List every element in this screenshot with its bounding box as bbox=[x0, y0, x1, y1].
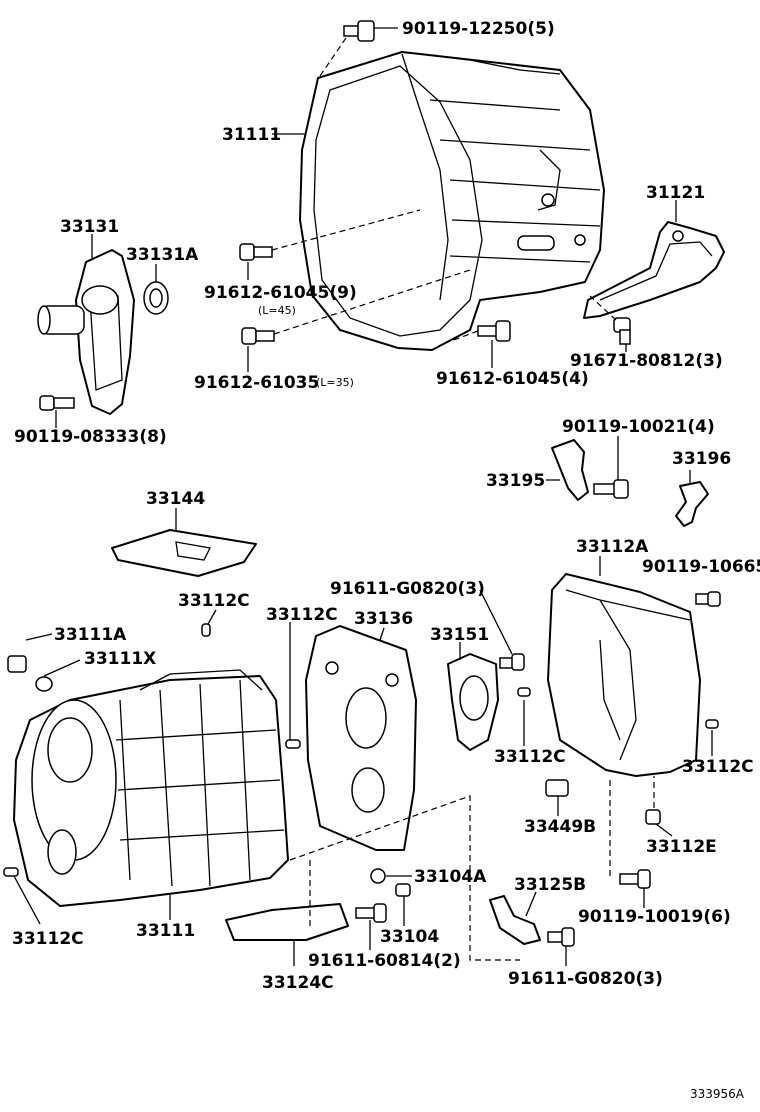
leader-lines bbox=[13, 27, 713, 966]
cover-33144 bbox=[111, 529, 257, 577]
plug-33112E bbox=[645, 776, 661, 825]
bolt-90119-10021 bbox=[593, 479, 629, 499]
label-33131: 33131 bbox=[60, 217, 119, 237]
extension-housing-33112A bbox=[547, 573, 701, 777]
label-33112C-mid: 33112C bbox=[266, 605, 338, 625]
label-31121: 31121 bbox=[646, 183, 705, 203]
part-labels: 90119-12250(5) 31111 31121 33131 33131A … bbox=[12, 19, 760, 1101]
label-33124C: 33124C bbox=[262, 973, 334, 993]
bolt-91612-61045-4 bbox=[439, 320, 511, 346]
label-33151: 33151 bbox=[430, 625, 489, 645]
label-33136: 33136 bbox=[354, 609, 413, 629]
plug-33111A bbox=[7, 655, 27, 673]
label-91611-G0820-top: 91611-G0820(3) bbox=[330, 579, 485, 599]
diagram-reference-number: 333956A bbox=[690, 1087, 745, 1101]
label-33112E: 33112E bbox=[646, 837, 717, 857]
pin-33112C-right-a bbox=[517, 687, 531, 697]
label-33111X: 33111X bbox=[84, 649, 156, 669]
label-91671-80812: 91671-80812(3) bbox=[570, 351, 723, 371]
bolt-91612-61045-9 bbox=[239, 209, 421, 261]
label-91612-61045-4: 91612-61045(4) bbox=[436, 369, 589, 389]
bearing-retainer-33131 bbox=[37, 249, 135, 415]
intermediate-plate-33136 bbox=[305, 625, 417, 851]
oil-seal-33131A bbox=[143, 281, 169, 315]
label-33144: 33144 bbox=[146, 489, 205, 509]
label-91612-61045-9: 91612-61045(9) bbox=[204, 283, 357, 303]
label-33104A: 33104A bbox=[414, 867, 487, 887]
label-33111: 33111 bbox=[136, 921, 195, 941]
bolt-90119-12250 bbox=[319, 20, 375, 77]
pin-33112C-mid bbox=[285, 739, 301, 749]
transmission-case-33111 bbox=[13, 669, 289, 907]
gasket-33111X bbox=[35, 676, 53, 692]
label-91611-G0820-bottom: 91611-G0820(3) bbox=[508, 969, 663, 989]
bolt-91611-G0820-top bbox=[499, 653, 525, 671]
label-91611-60814: 91611-60814(2) bbox=[308, 951, 461, 971]
bolt-91611-G0820-bottom bbox=[547, 927, 575, 947]
plug-33104A bbox=[370, 868, 386, 884]
note-l45: (L=45) bbox=[258, 304, 296, 317]
bolt-90119-08333 bbox=[39, 395, 75, 411]
label-33111A: 33111A bbox=[54, 625, 127, 645]
label-33112C-left: 33112C bbox=[12, 929, 84, 949]
bolt-33104 bbox=[395, 883, 411, 897]
pin-33112C-left bbox=[3, 867, 19, 877]
label-90119-10019: 90119-10019(6) bbox=[578, 907, 731, 927]
bracket-31121 bbox=[583, 221, 725, 319]
label-90119-10665: 90119-10665 bbox=[642, 557, 760, 577]
label-33196: 33196 bbox=[672, 449, 731, 469]
label-33112C-top: 33112C bbox=[178, 591, 250, 611]
note-l35: (L=35) bbox=[316, 376, 354, 389]
bolt-91611-60814 bbox=[355, 903, 387, 923]
bolt-91612-61035 bbox=[241, 269, 471, 345]
retainer-33151 bbox=[447, 653, 499, 751]
label-90119-12250: 90119-12250(5) bbox=[402, 19, 555, 39]
bracket-33195 bbox=[551, 439, 589, 501]
label-33104: 33104 bbox=[380, 927, 439, 947]
label-33112C-right-a: 33112C bbox=[494, 747, 566, 767]
label-33195: 33195 bbox=[486, 471, 545, 491]
label-33131A: 33131A bbox=[126, 245, 199, 265]
label-31111-top: 31111 bbox=[222, 125, 281, 145]
label-33449B: 33449B bbox=[524, 817, 596, 837]
bolt-90119-10665 bbox=[695, 591, 721, 607]
label-33112A: 33112A bbox=[576, 537, 649, 557]
pin-33112C-right-b bbox=[705, 719, 719, 729]
label-91612-61035: 91612-61035 bbox=[194, 373, 319, 393]
bolt-90119-10019 bbox=[609, 780, 651, 889]
bolt-91671-80812 bbox=[589, 295, 631, 345]
label-90119-10021: 90119-10021(4) bbox=[562, 417, 715, 437]
bracket-33124C bbox=[225, 903, 349, 941]
bracket-33196 bbox=[675, 481, 709, 527]
pin-33112C-top bbox=[201, 623, 211, 637]
label-90119-08333: 90119-08333(8) bbox=[14, 427, 167, 447]
magnet-33449B bbox=[545, 779, 569, 797]
clutch-housing-31111 bbox=[299, 51, 605, 351]
label-33125B: 33125B bbox=[514, 875, 586, 895]
bracket-33125B bbox=[489, 895, 541, 945]
label-33112C-right-b: 33112C bbox=[682, 757, 754, 777]
